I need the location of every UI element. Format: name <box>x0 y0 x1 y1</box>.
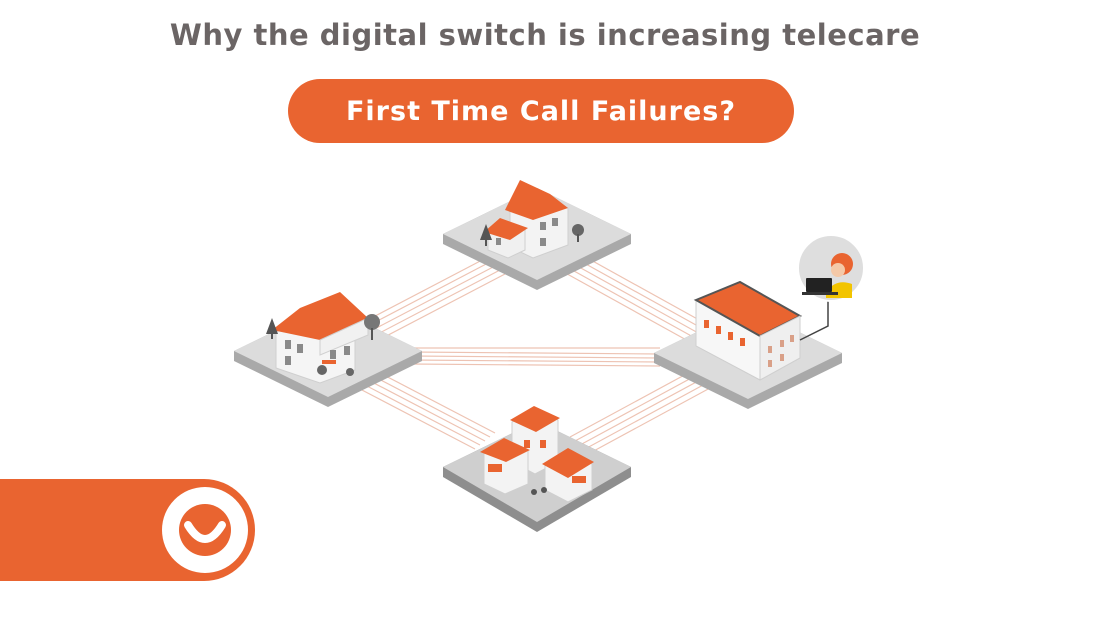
question-banner-text: First Time Call Failures? <box>345 95 737 127</box>
house-icon <box>484 180 569 259</box>
line-top-to-left <box>355 257 506 343</box>
tree-icon <box>266 314 380 376</box>
tile-left-house <box>234 292 422 407</box>
call-connection-lines <box>355 253 711 454</box>
shop-icon <box>480 406 594 503</box>
line-right-to-bottom <box>569 371 711 454</box>
tile-top-house <box>443 180 631 290</box>
page-title: Why the digital switch is increasing tel… <box>169 18 921 52</box>
question-banner: First Time Call Failures? <box>288 79 794 143</box>
tree-icon <box>480 224 584 246</box>
tile-right-care-centre <box>654 280 842 409</box>
smile-logo-icon <box>162 487 248 573</box>
house-icon <box>272 292 369 384</box>
call-centre-operator-icon <box>797 234 865 302</box>
line-left-to-bottom <box>359 372 496 450</box>
line-left-to-right <box>409 347 661 367</box>
line-top-to-right <box>559 253 711 343</box>
building-icon <box>693 280 803 381</box>
tile-bottom-shops <box>443 406 631 532</box>
